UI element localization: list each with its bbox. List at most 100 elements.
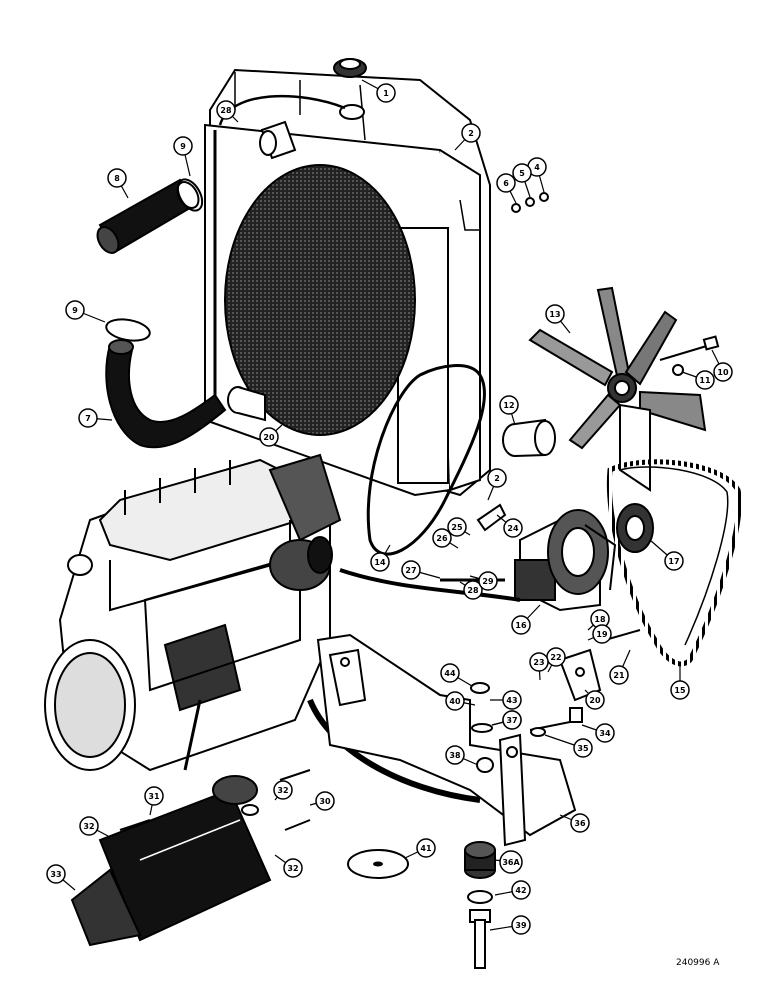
callout-number: 26 [436,534,448,543]
callout-circle [79,816,99,836]
callout-circle [529,652,549,672]
callout-number: 15 [674,686,686,695]
callout-circle [370,552,390,572]
callout-number: 32 [287,864,298,873]
fan-bolt [659,335,720,376]
callout-41: 41 [404,838,436,859]
callout-circle [416,838,436,858]
callout-number: 31 [148,792,160,801]
callout-number: 44 [444,669,456,678]
callout-25: 25 [447,517,471,537]
callout-number: 37 [506,716,517,725]
callout-circle [376,83,396,103]
callout-number: 36A [502,858,520,867]
callout-12: 12 [499,395,519,426]
callout-circle [570,813,590,833]
callout-2a: 2 [487,468,507,501]
callout-11: 11 [681,370,715,390]
radiator [204,68,491,497]
bolts [119,192,641,831]
callout-number: 6 [503,179,509,188]
callout-number: 4 [534,163,540,172]
callout-circle [496,173,516,193]
callout-24: 24 [496,514,523,538]
callout-circle [502,710,522,730]
callout-31: 31 [144,786,164,816]
callout-circle [283,858,303,878]
callout-17: 17 [649,539,684,571]
hose-clamps [105,178,204,342]
callout-number: 32 [83,822,94,831]
callout-42: 42 [494,880,531,900]
rubber-mount [464,841,496,879]
callout-number: 32 [277,786,288,795]
callout-30: 30 [309,791,335,811]
callout-circle [461,123,481,143]
callout-number: 12 [503,401,514,410]
callout-15: 15 [670,665,690,700]
alternator [514,509,617,612]
callout-circle [107,168,127,188]
callout-39: 39 [489,915,531,935]
callout-number: 35 [577,744,589,753]
callout-circle [592,624,612,644]
callout-circle [499,850,523,874]
callout-14: 14 [370,544,391,572]
callout-32c: 32 [274,854,303,878]
callout-circle [595,723,615,743]
callout-circle [511,880,531,900]
callout-number: 25 [451,523,463,532]
callout-number: 28 [220,106,232,115]
callout-circle [664,551,684,571]
callout-circle [713,362,733,382]
mount-bracket [316,633,577,847]
callout-number: 1 [383,89,389,98]
callout-8: 8 [107,168,129,199]
callout-number: 11 [699,376,711,385]
callout-number: 34 [599,729,611,738]
callout-circle [503,518,523,538]
callout-28: 28 [216,100,239,123]
radiator-cap [333,58,367,120]
callout-circle [144,786,164,806]
callout-number: 39 [515,921,527,930]
radiator-outlet [227,386,266,422]
callout-number: 30 [319,797,331,806]
callout-circle [478,571,498,591]
callout-number: 28 [467,586,479,595]
engine [44,453,342,772]
fan-belt [366,364,486,556]
callout-7: 7 [78,408,113,428]
mount-bolt [467,890,493,969]
callout-circle [216,100,236,120]
callout-44: 44 [440,663,473,687]
callout-21: 21 [609,649,631,685]
callout-number: 9 [72,306,78,315]
callout-number: 10 [717,368,729,377]
callout-circle [447,517,467,537]
callout-circle [609,665,629,685]
callout-32b: 32 [79,816,109,837]
callout-36: 36 [559,813,590,833]
engine-alternator [269,536,333,591]
callout-number: 2 [468,129,474,138]
callout-circle [545,304,565,324]
callout-1: 1 [361,79,396,103]
callout-circle [273,780,293,800]
callout-circle [585,690,605,710]
radiator-inlet [259,120,297,160]
callout-circle [440,663,460,683]
callout-37b: 37 [491,710,522,730]
callout-number: 38 [449,751,461,760]
callout-16: 16 [511,604,541,635]
callout-number: 14 [374,558,386,567]
callout-26: 26 [432,528,459,549]
callout-number: 29 [482,577,494,586]
callout-18: 18 [587,609,610,631]
callout-circle [487,468,507,488]
callout-number: 22 [550,653,561,662]
callout-27: 27 [401,560,441,580]
callout-number: 2 [494,474,500,483]
lower-hose [105,339,227,449]
callout-circle [173,136,193,156]
